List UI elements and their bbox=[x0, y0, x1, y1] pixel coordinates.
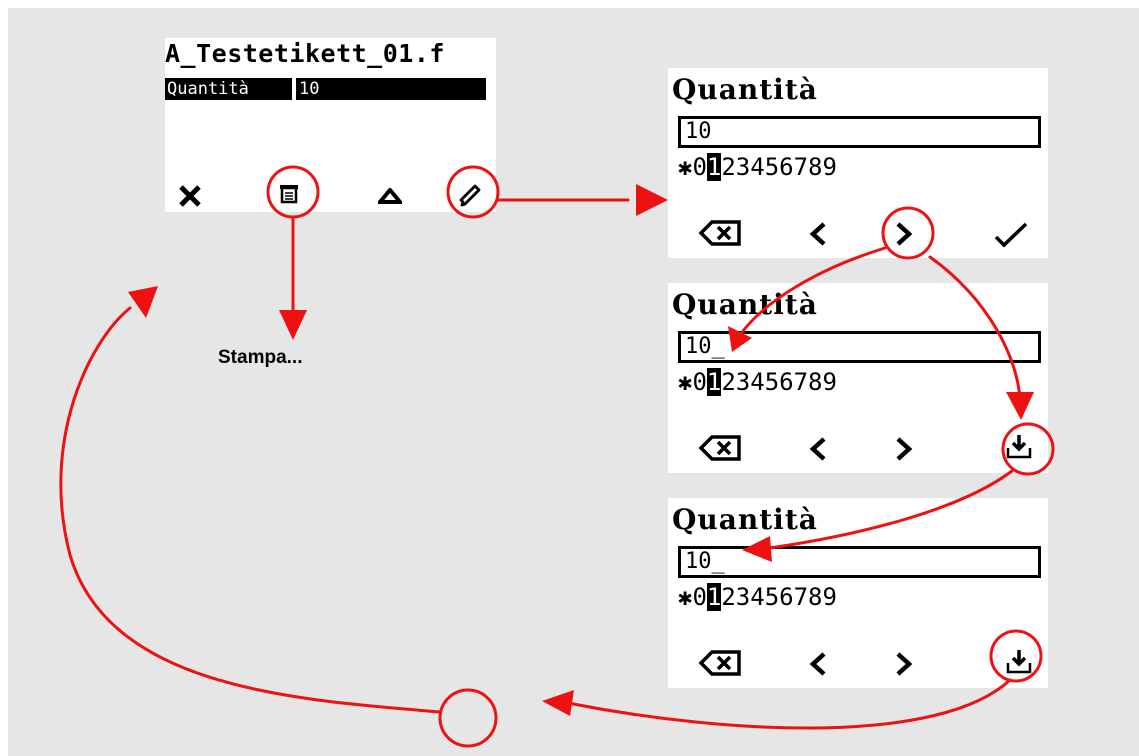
highlight-circle-edit bbox=[446, 165, 500, 219]
edit-pencil-icon[interactable] bbox=[453, 178, 487, 212]
quantity-edit-screen-1: Quantità 10 ✱0123456789 bbox=[668, 68, 1048, 258]
digits-prefix: ✱0 bbox=[678, 368, 707, 396]
cursor-right-icon[interactable] bbox=[890, 433, 918, 465]
digits-prefix: ✱0 bbox=[678, 153, 707, 181]
arrowhead-edit bbox=[636, 184, 668, 216]
print-caption: Stampa... bbox=[218, 347, 303, 368]
save-download-icon[interactable] bbox=[1002, 429, 1036, 463]
arrow-save-result bbox=[768, 469, 1014, 550]
selected-digit[interactable]: 1 bbox=[706, 583, 722, 611]
digits-suffix: 23456789 bbox=[721, 583, 837, 611]
selected-digit[interactable]: 1 bbox=[706, 153, 722, 181]
close-icon[interactable] bbox=[175, 181, 205, 211]
cursor-right-icon[interactable] bbox=[890, 218, 918, 250]
arrow-to-save bbox=[928, 255, 1022, 402]
screen-title: Quantità bbox=[672, 73, 818, 106]
up-triangle-icon[interactable] bbox=[373, 183, 407, 209]
selected-digit[interactable]: 1 bbox=[706, 368, 722, 396]
highlight-circle-print bbox=[266, 165, 320, 219]
digit-selector[interactable]: ✱0123456789 bbox=[678, 152, 837, 182]
arrowhead-return bbox=[542, 690, 574, 716]
quantity-label: Quantità bbox=[165, 78, 292, 100]
arrow-save-return bbox=[566, 678, 1012, 730]
digit-selector[interactable]: ✱0123456789 bbox=[678, 582, 837, 612]
screen-title: Quantità bbox=[672, 288, 818, 321]
cursor-left-icon[interactable] bbox=[804, 648, 832, 680]
arrowhead-save bbox=[1006, 392, 1034, 420]
arrowhead-main bbox=[128, 286, 158, 318]
print-icon[interactable] bbox=[273, 178, 305, 210]
quantity-edit-screen-3: Quantità 10_ ✱0123456789 bbox=[668, 498, 1048, 688]
backspace-icon[interactable] bbox=[696, 216, 744, 250]
screen-title: Quantità bbox=[672, 503, 818, 536]
digits-prefix: ✱0 bbox=[678, 583, 707, 611]
arrow-cursor-right bbox=[738, 246, 887, 337]
backspace-icon[interactable] bbox=[696, 431, 744, 465]
digit-selector[interactable]: ✱0123456789 bbox=[678, 367, 837, 397]
highlight-circle-return bbox=[438, 688, 498, 748]
highlight-circle-right bbox=[881, 206, 935, 260]
arrowhead-print bbox=[279, 310, 307, 340]
arrowhead-cursor bbox=[728, 326, 752, 352]
arrow-back-to-main bbox=[59, 306, 442, 714]
highlight-circle-save-1 bbox=[1001, 422, 1055, 476]
quantity-input[interactable]: 10_ bbox=[678, 546, 1041, 578]
digits-suffix: 23456789 bbox=[721, 368, 837, 396]
quantity-value[interactable]: 10 bbox=[296, 78, 486, 100]
cursor-right-icon[interactable] bbox=[890, 648, 918, 680]
cursor-left-icon[interactable] bbox=[804, 433, 832, 465]
confirm-check-icon[interactable] bbox=[988, 218, 1032, 252]
highlight-circle-save-2 bbox=[989, 629, 1043, 683]
digits-suffix: 23456789 bbox=[721, 153, 837, 181]
cursor-left-icon[interactable] bbox=[804, 218, 832, 250]
quantity-input[interactable]: 10 bbox=[678, 116, 1041, 148]
arrowhead-result bbox=[742, 536, 772, 562]
file-name: A_Testetikett_01.f bbox=[165, 39, 445, 68]
main-display-screen: A_Testetikett_01.f Quantità 10 bbox=[165, 38, 496, 212]
backspace-icon[interactable] bbox=[696, 646, 744, 680]
save-download-icon[interactable] bbox=[1002, 644, 1036, 678]
